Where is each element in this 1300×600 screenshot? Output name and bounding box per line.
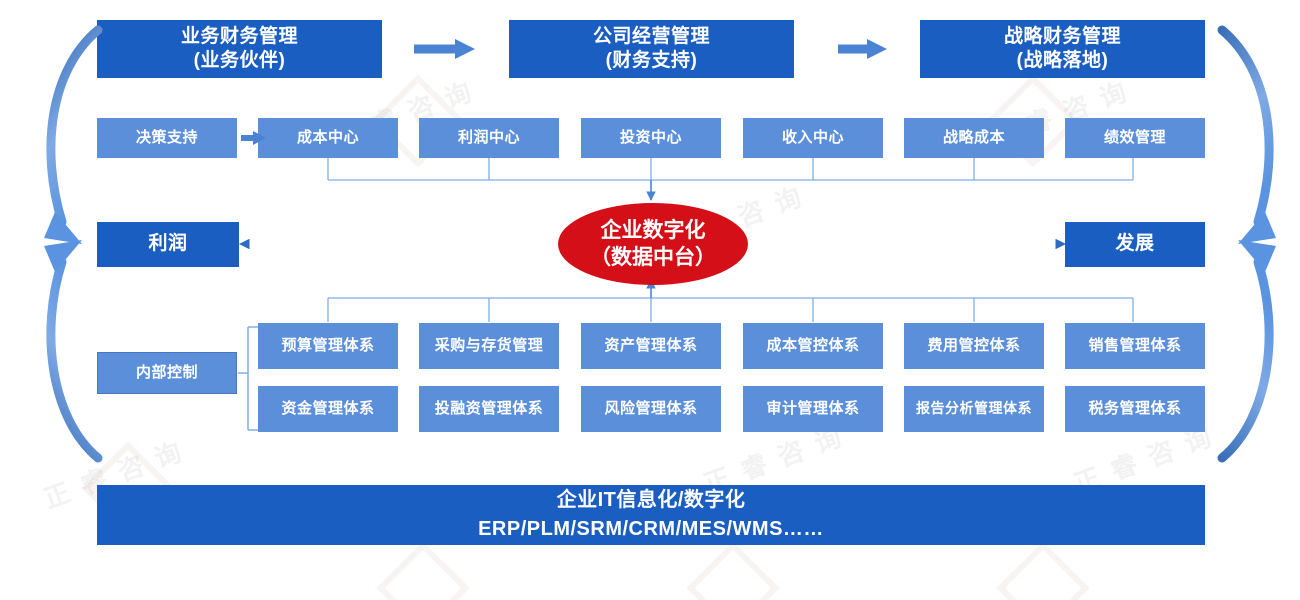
curved-arrow-left-bottom xyxy=(44,240,103,463)
box-internal-control[interactable]: 内部控制 xyxy=(97,352,237,394)
box-label: 绩效管理 xyxy=(1103,129,1166,147)
box-label: 风险管理体系 xyxy=(604,400,698,418)
box-label: 税务管理体系 xyxy=(1088,400,1182,418)
banner-it-informatization[interactable]: 企业IT信息化/数字化 ERP/PLM/SRM/CRM/MES/WMS…… xyxy=(97,485,1205,545)
internal-control-bracket xyxy=(238,326,258,431)
box-label: 成本中心 xyxy=(296,129,359,147)
core-enterprise-digitalization[interactable]: 企业数字化 （数据中台） xyxy=(558,203,748,285)
box-label: 发展 xyxy=(1115,233,1155,255)
box-label: 业务财务管理 (业务伙伴) xyxy=(180,25,298,71)
curved-arrow-right-bottom xyxy=(1217,240,1276,463)
box-company-operation-management[interactable]: 公司经营管理 (财务支持) xyxy=(509,20,794,78)
box-label: 决策支持 xyxy=(135,129,198,147)
box-label: 预算管理体系 xyxy=(281,337,375,355)
box-strategic-cost[interactable]: 战略成本 xyxy=(904,118,1044,158)
box-label: 利润 xyxy=(148,233,188,255)
box-sales-management-system[interactable]: 销售管理体系 xyxy=(1065,323,1205,369)
box-label: 费用管控体系 xyxy=(927,337,1021,355)
curved-arrow-left-top xyxy=(44,25,103,244)
box-decision-support[interactable]: 决策支持 xyxy=(97,118,237,158)
box-label: 公司经营管理 (财务支持) xyxy=(592,25,710,71)
arrow-company-to-strategy xyxy=(838,39,887,59)
box-performance-management[interactable]: 绩效管理 xyxy=(1065,118,1205,158)
box-risk-management-system[interactable]: 风险管理体系 xyxy=(581,386,721,432)
box-label: 报告分析管理体系 xyxy=(916,400,1032,417)
watermark-diamond xyxy=(996,541,1090,600)
box-cost-control-system[interactable]: 成本管控体系 xyxy=(743,323,883,369)
box-asset-management-system[interactable]: 资产管理体系 xyxy=(581,323,721,369)
box-report-analysis-management-system[interactable]: 报告分析管理体系 xyxy=(904,386,1044,432)
box-label: 成本管控体系 xyxy=(766,337,860,355)
box-development-outcome[interactable]: 发展 xyxy=(1065,222,1205,267)
box-label: 内部控制 xyxy=(135,364,198,382)
box-label: 审计管理体系 xyxy=(766,400,860,418)
box-label: 资金管理体系 xyxy=(281,400,375,418)
box-label: 战略成本 xyxy=(942,129,1005,147)
box-tax-management-system[interactable]: 税务管理体系 xyxy=(1065,386,1205,432)
box-profit-center[interactable]: 利润中心 xyxy=(419,118,559,158)
box-business-finance-management[interactable]: 业务财务管理 (业务伙伴) xyxy=(97,20,382,78)
watermark-diamond xyxy=(686,541,780,600)
box-label: 收入中心 xyxy=(781,129,844,147)
box-audit-management-system[interactable]: 审计管理体系 xyxy=(743,386,883,432)
box-label: 投资中心 xyxy=(619,129,682,147)
box-strategic-finance-management[interactable]: 战略财务管理 (战略落地) xyxy=(920,20,1205,78)
box-fund-management-system[interactable]: 资金管理体系 xyxy=(258,386,398,432)
box-profit-outcome[interactable]: 利润 xyxy=(97,222,239,267)
box-revenue-center[interactable]: 收入中心 xyxy=(743,118,883,158)
core-label: 企业数字化 （数据中台） xyxy=(590,218,716,269)
box-label: 投融资管理体系 xyxy=(434,400,544,418)
box-expense-control-system[interactable]: 费用管控体系 xyxy=(904,323,1044,369)
box-budget-management-system[interactable]: 预算管理体系 xyxy=(258,323,398,369)
curved-arrow-right-top xyxy=(1217,25,1276,244)
box-investment-center[interactable]: 投资中心 xyxy=(581,118,721,158)
box-procurement-inventory-management[interactable]: 采购与存货管理 xyxy=(419,323,559,369)
banner-label: 企业IT信息化/数字化 ERP/PLM/SRM/CRM/MES/WMS…… xyxy=(478,489,824,540)
centers-bus-connector xyxy=(327,158,1134,181)
box-label: 资产管理体系 xyxy=(604,337,698,355)
box-label: 利润中心 xyxy=(457,129,520,147)
watermark-diamond xyxy=(376,541,470,600)
box-label: 销售管理体系 xyxy=(1088,337,1182,355)
box-investment-financing-management-system[interactable]: 投融资管理体系 xyxy=(419,386,559,432)
systems-bus-connector xyxy=(327,297,1134,322)
box-label: 采购与存货管理 xyxy=(434,337,544,355)
arrow-business-to-company xyxy=(414,39,475,59)
box-label: 战略财务管理 (战略落地) xyxy=(1003,25,1121,71)
box-cost-center[interactable]: 成本中心 xyxy=(258,118,398,158)
